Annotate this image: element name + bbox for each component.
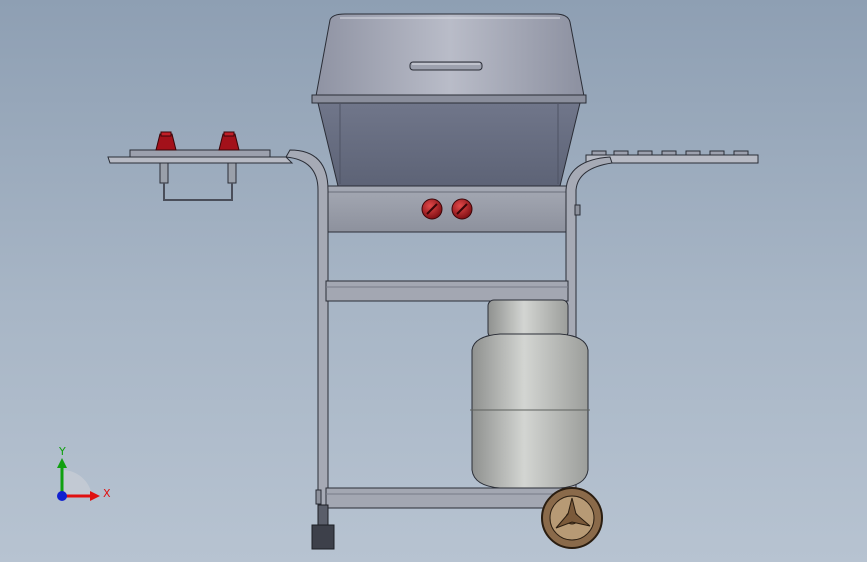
propane-tank[interactable] [470, 299, 590, 489]
control-panel [325, 185, 569, 233]
coordinate-triad: Y X [57, 445, 111, 501]
right-side-shelf[interactable] [585, 150, 759, 164]
z-axis-dot [57, 491, 67, 501]
side-burner-shelf[interactable] [107, 131, 294, 201]
y-axis-label: Y [58, 445, 66, 458]
side-burner-knob-left[interactable] [155, 131, 177, 151]
lid-handle[interactable] [409, 61, 483, 71]
cart-wheel[interactable] [541, 487, 603, 549]
cart-foot [311, 524, 335, 550]
side-burner-knob-right[interactable] [218, 131, 240, 151]
grill-lid[interactable] [315, 13, 585, 97]
x-axis-label: X [103, 487, 111, 500]
firebox [311, 94, 587, 187]
